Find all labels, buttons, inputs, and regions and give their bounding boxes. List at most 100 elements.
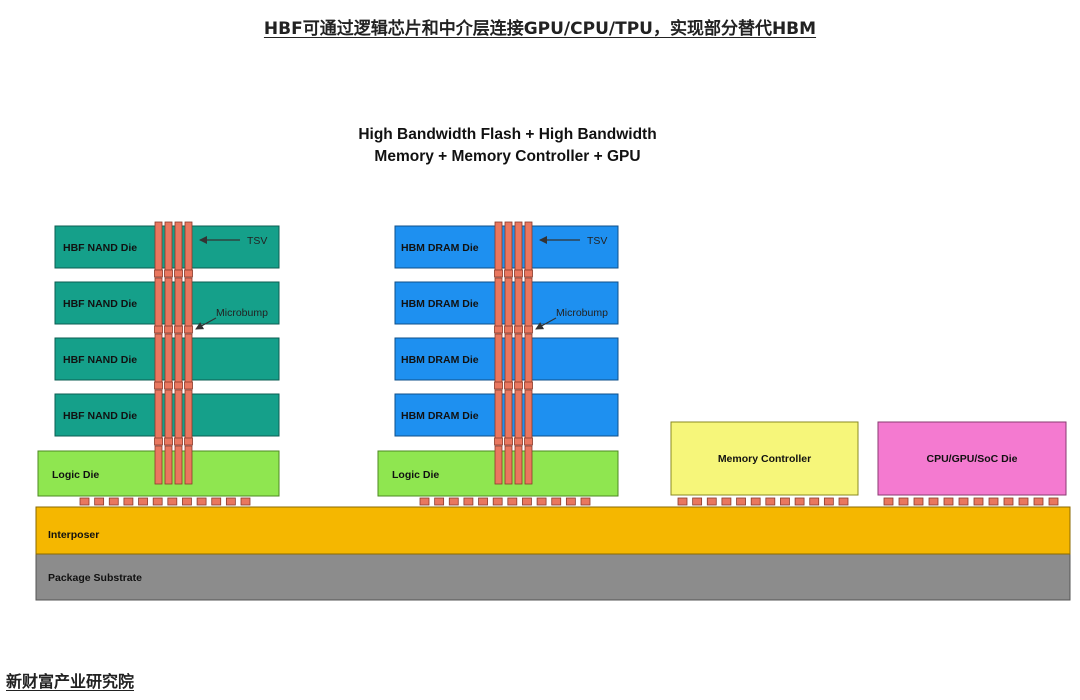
tsv-pillar	[494, 389, 503, 441]
microbump	[504, 325, 513, 334]
tsv-pillar	[154, 333, 163, 385]
hbf-microbump-arrow	[195, 317, 217, 330]
tsv-pillar	[154, 277, 163, 329]
diagram-title: High Bandwidth Flash + High Bandwidth Me…	[300, 124, 715, 168]
bump	[1018, 497, 1029, 506]
bump	[823, 497, 834, 506]
bump	[750, 497, 761, 506]
microbump	[154, 381, 163, 390]
interposer-label: Interposer	[48, 529, 99, 541]
bump	[478, 497, 488, 506]
microbump	[514, 269, 523, 278]
microbump	[504, 269, 513, 278]
tsv-pillar	[504, 221, 513, 273]
bump	[565, 497, 576, 506]
processor-die-label: CPU/GPU/SoC Die	[926, 453, 1017, 465]
tsv-pillar	[524, 277, 533, 329]
hbm-dram-die-1-label: HBM DRAM Die	[401, 242, 479, 254]
tsv-pillar	[174, 277, 183, 329]
tsv-pillar	[494, 277, 503, 329]
bump	[94, 497, 105, 506]
bump	[522, 497, 532, 506]
hbm-dram-die-3-label: HBM DRAM Die	[401, 354, 479, 366]
bump	[79, 497, 90, 506]
bump	[794, 497, 805, 506]
memory-controller	[670, 421, 859, 496]
microbump	[514, 325, 523, 334]
tsv-pillar	[174, 221, 183, 273]
bump	[973, 497, 984, 506]
tsv-pillar	[184, 221, 193, 273]
bump	[780, 497, 790, 506]
tsv-pillar	[494, 445, 503, 485]
hbf-nand-die-4-label: HBF NAND Die	[63, 410, 137, 422]
tsv-pillar	[504, 277, 513, 329]
bump	[765, 497, 776, 506]
microbump	[164, 325, 173, 334]
hbf-microbump-label: Microbump	[216, 307, 268, 319]
memory-controller-block: Memory Controller	[670, 421, 859, 506]
hbm-stack: HBM DRAM Die HBM DRAM Die HBM DRAM Die H…	[377, 221, 619, 506]
microbump	[154, 269, 163, 278]
bump	[1048, 497, 1059, 506]
bump	[706, 497, 717, 506]
bump	[958, 497, 969, 506]
bump	[943, 497, 954, 506]
tsv-pillar	[514, 277, 523, 329]
hbm-dram-die-4-label: HBM DRAM Die	[401, 410, 479, 422]
tsv-pillar	[154, 445, 163, 485]
tsv-pillar	[164, 221, 173, 273]
bump	[167, 497, 178, 506]
microbump	[524, 269, 533, 278]
tsv-pillar	[504, 445, 513, 485]
bump	[492, 497, 503, 506]
bump	[721, 497, 732, 506]
bump	[240, 497, 251, 506]
microbump	[164, 269, 173, 278]
bump	[507, 497, 518, 506]
hbf-nand-die-1-label: HBF NAND Die	[63, 242, 137, 254]
bump	[108, 497, 119, 506]
tsv-pillar	[174, 389, 183, 441]
tsv-pillar	[184, 389, 193, 441]
microbump	[174, 381, 183, 390]
microbump	[514, 381, 523, 390]
bump	[211, 497, 222, 506]
tsv-pillar	[514, 333, 523, 385]
hbm-dram-die-2-label: HBM DRAM Die	[401, 298, 479, 310]
tsv-pillar	[524, 221, 533, 273]
bump	[225, 497, 236, 506]
hbf-nand-die-2-label: HBF NAND Die	[63, 298, 137, 310]
tsv-pillar	[164, 389, 173, 441]
microbump	[514, 437, 523, 446]
tsv-pillar	[164, 277, 173, 329]
microbump	[184, 381, 193, 390]
bump	[988, 497, 999, 506]
microbump	[504, 381, 513, 390]
memory-controller-label: Memory Controller	[718, 453, 811, 465]
microbump	[174, 437, 183, 446]
microbump	[524, 325, 533, 334]
bump	[419, 497, 430, 506]
bump	[551, 497, 562, 506]
processor-die-block: CPU/GPU/SoC Die	[877, 421, 1067, 506]
microbump	[164, 381, 173, 390]
bump	[123, 497, 134, 506]
microbump	[164, 437, 173, 446]
microbump	[184, 325, 193, 334]
tsv-pillar	[494, 221, 503, 273]
tsv-pillar	[504, 389, 513, 441]
interposer	[35, 506, 1071, 555]
bump	[1033, 497, 1044, 506]
tsv-pillar	[514, 445, 523, 485]
microbump	[184, 437, 193, 446]
bump	[883, 497, 894, 506]
bump	[580, 497, 591, 506]
bump	[692, 497, 703, 506]
microbump	[184, 269, 193, 278]
bump	[736, 497, 746, 506]
hbf-logic-die-label: Logic Die	[52, 469, 99, 481]
tsv-pillar	[514, 389, 523, 441]
hbf-stack: HBF NAND Die HBF NAND Die HBF NAND Die H…	[37, 221, 280, 506]
tsv-pillar	[154, 221, 163, 273]
